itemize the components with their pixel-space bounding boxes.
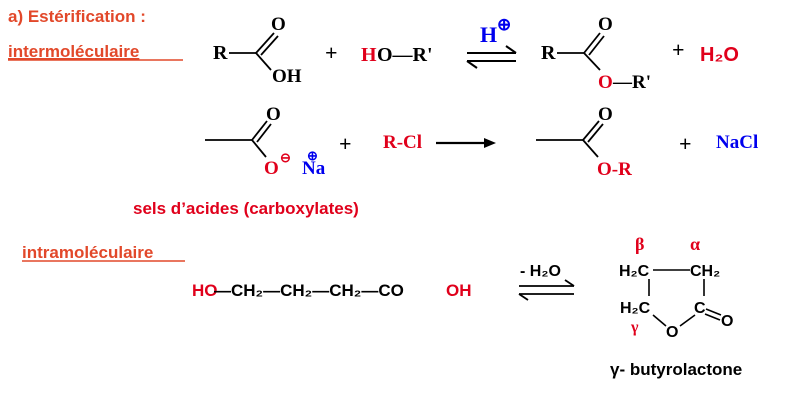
ester-product: R O O —R' [541, 14, 651, 93]
alcohol-o-r: O—R' [377, 44, 433, 66]
carboxylic-acid: R O OH [213, 14, 302, 87]
reaction1-plus-1: + [325, 40, 338, 65]
chain-middle: —CH₂—CH₂—CH₂—CO [214, 281, 404, 300]
hydroxy-acid-chain: HO —CH₂—CH₂—CH₂—CO OH [192, 281, 472, 300]
section-title: a) Estérification : [8, 7, 146, 26]
ester-carbonyl-o: O [598, 14, 613, 35]
sodium-charge: ⊕ [307, 148, 318, 163]
carboxylate-caption: sels d’acides (carboxylates) [133, 199, 359, 218]
carboxylate-salt: O O ⊖ Na ⊕ [205, 104, 326, 179]
ring-ch2-top-left: H₂C [619, 263, 650, 280]
chain-ho: HO [192, 281, 218, 300]
acid-c-oh-bond [255, 52, 272, 71]
intermolecular-label: intermoléculaire [8, 42, 139, 61]
butyrolactone-ring: β α H₂C CH₂ H₂C γ O C O [619, 234, 733, 341]
ester-r-label: R [541, 42, 556, 64]
chain-oh: OH [446, 281, 472, 300]
equilibrium-arrow-1: H ⊕ [466, 15, 517, 69]
ring-oxygen: O [666, 324, 678, 341]
gamma-label: γ [630, 319, 639, 336]
reaction1-plus-2: + [672, 37, 685, 62]
alcohol-h: H [361, 44, 377, 66]
carboxylate-o-minus: O [264, 158, 279, 179]
ester-o: O [598, 72, 613, 93]
ring-ch2-top-right: CH₂ [690, 263, 720, 280]
equilibrium-arrow-2: - H₂O [518, 263, 575, 301]
acid-carbonyl-o: O [271, 14, 286, 35]
alkyl-chloride: R-Cl [383, 132, 422, 153]
acid-oh: OH [272, 66, 302, 87]
water-loss: - H₂O [520, 263, 561, 280]
carboxylate-carbonyl-o: O [266, 104, 281, 125]
alpha-label: α [690, 234, 700, 254]
acid-co-double-bond-2 [260, 35, 279, 56]
sodium-cation: Na [302, 158, 326, 179]
ester2-carbonyl-o: O [598, 104, 613, 125]
alcohol: H O—R' [361, 44, 433, 66]
catalyst-h: H [480, 22, 497, 47]
product-name: γ- butyrolactone [610, 360, 742, 379]
catalyst-charge: ⊕ [497, 15, 511, 34]
ring-carbonyl-carbon: C [694, 300, 706, 317]
acid-co-double-bond-1 [255, 32, 275, 54]
sodium-chloride: NaCl [716, 132, 758, 153]
ester-product-2: O O-R [536, 104, 632, 180]
ester2-o-r: O-R [597, 159, 632, 180]
acid-r-label: R [213, 42, 228, 64]
beta-label: β [635, 234, 644, 254]
minus-charge: ⊖ [280, 150, 291, 165]
ring-ch2-bottom-left: H₂C [620, 300, 651, 317]
ring-carbonyl-oxygen: O [721, 313, 733, 330]
reaction2-plus-2: + [679, 131, 692, 156]
reaction2-plus-1: + [339, 131, 352, 156]
reaction-arrow-2 [436, 138, 496, 148]
intramolecular-label: intramoléculaire [22, 243, 153, 262]
water-product: H₂O [700, 44, 739, 66]
ester-r-prime: —R' [612, 72, 651, 93]
